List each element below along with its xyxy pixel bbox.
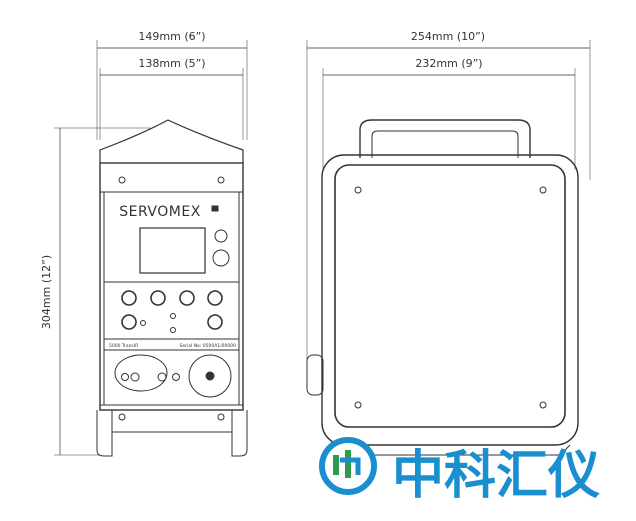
- watermark-text: 中科汇仪: [392, 446, 600, 506]
- carry-handle: [359, 119, 531, 158]
- dim-label-138: 138mm (5”): [138, 57, 205, 70]
- brand-logo: SERVOMEX: [119, 204, 201, 220]
- dimension-side-inner: 232mm (9”): [322, 57, 576, 170]
- power-button: [212, 249, 230, 267]
- dim-label-232: 232mm (9”): [415, 57, 482, 70]
- connector-row: [121, 290, 223, 330]
- key-icon: [214, 229, 228, 243]
- side-view: [306, 119, 579, 456]
- model-label: 5000 TransIR: [109, 343, 138, 349]
- display-screen: [139, 227, 206, 274]
- dimension-side-outer: 254mm (10”): [306, 30, 591, 360]
- side-knob: [306, 354, 324, 396]
- dim-label-254: 254mm (10”): [411, 30, 485, 43]
- watermark-logo: 中科汇仪: [319, 437, 600, 506]
- dim-label-304: 304mm (12”): [40, 255, 53, 329]
- gas-port: [188, 354, 232, 398]
- dimension-front-outer: 149mm (6”): [96, 30, 248, 140]
- serial-label: Serial No: 0500A1/00000: [180, 343, 237, 349]
- dimension-height: 304mm (12”): [40, 127, 150, 456]
- dimension-front-inner: 138mm (5”): [99, 57, 244, 140]
- front-view: SERVOMEX 5000 TransIR Serial No: 0500A1/…: [96, 119, 248, 457]
- dim-label-149: 149mm (6”): [138, 30, 205, 43]
